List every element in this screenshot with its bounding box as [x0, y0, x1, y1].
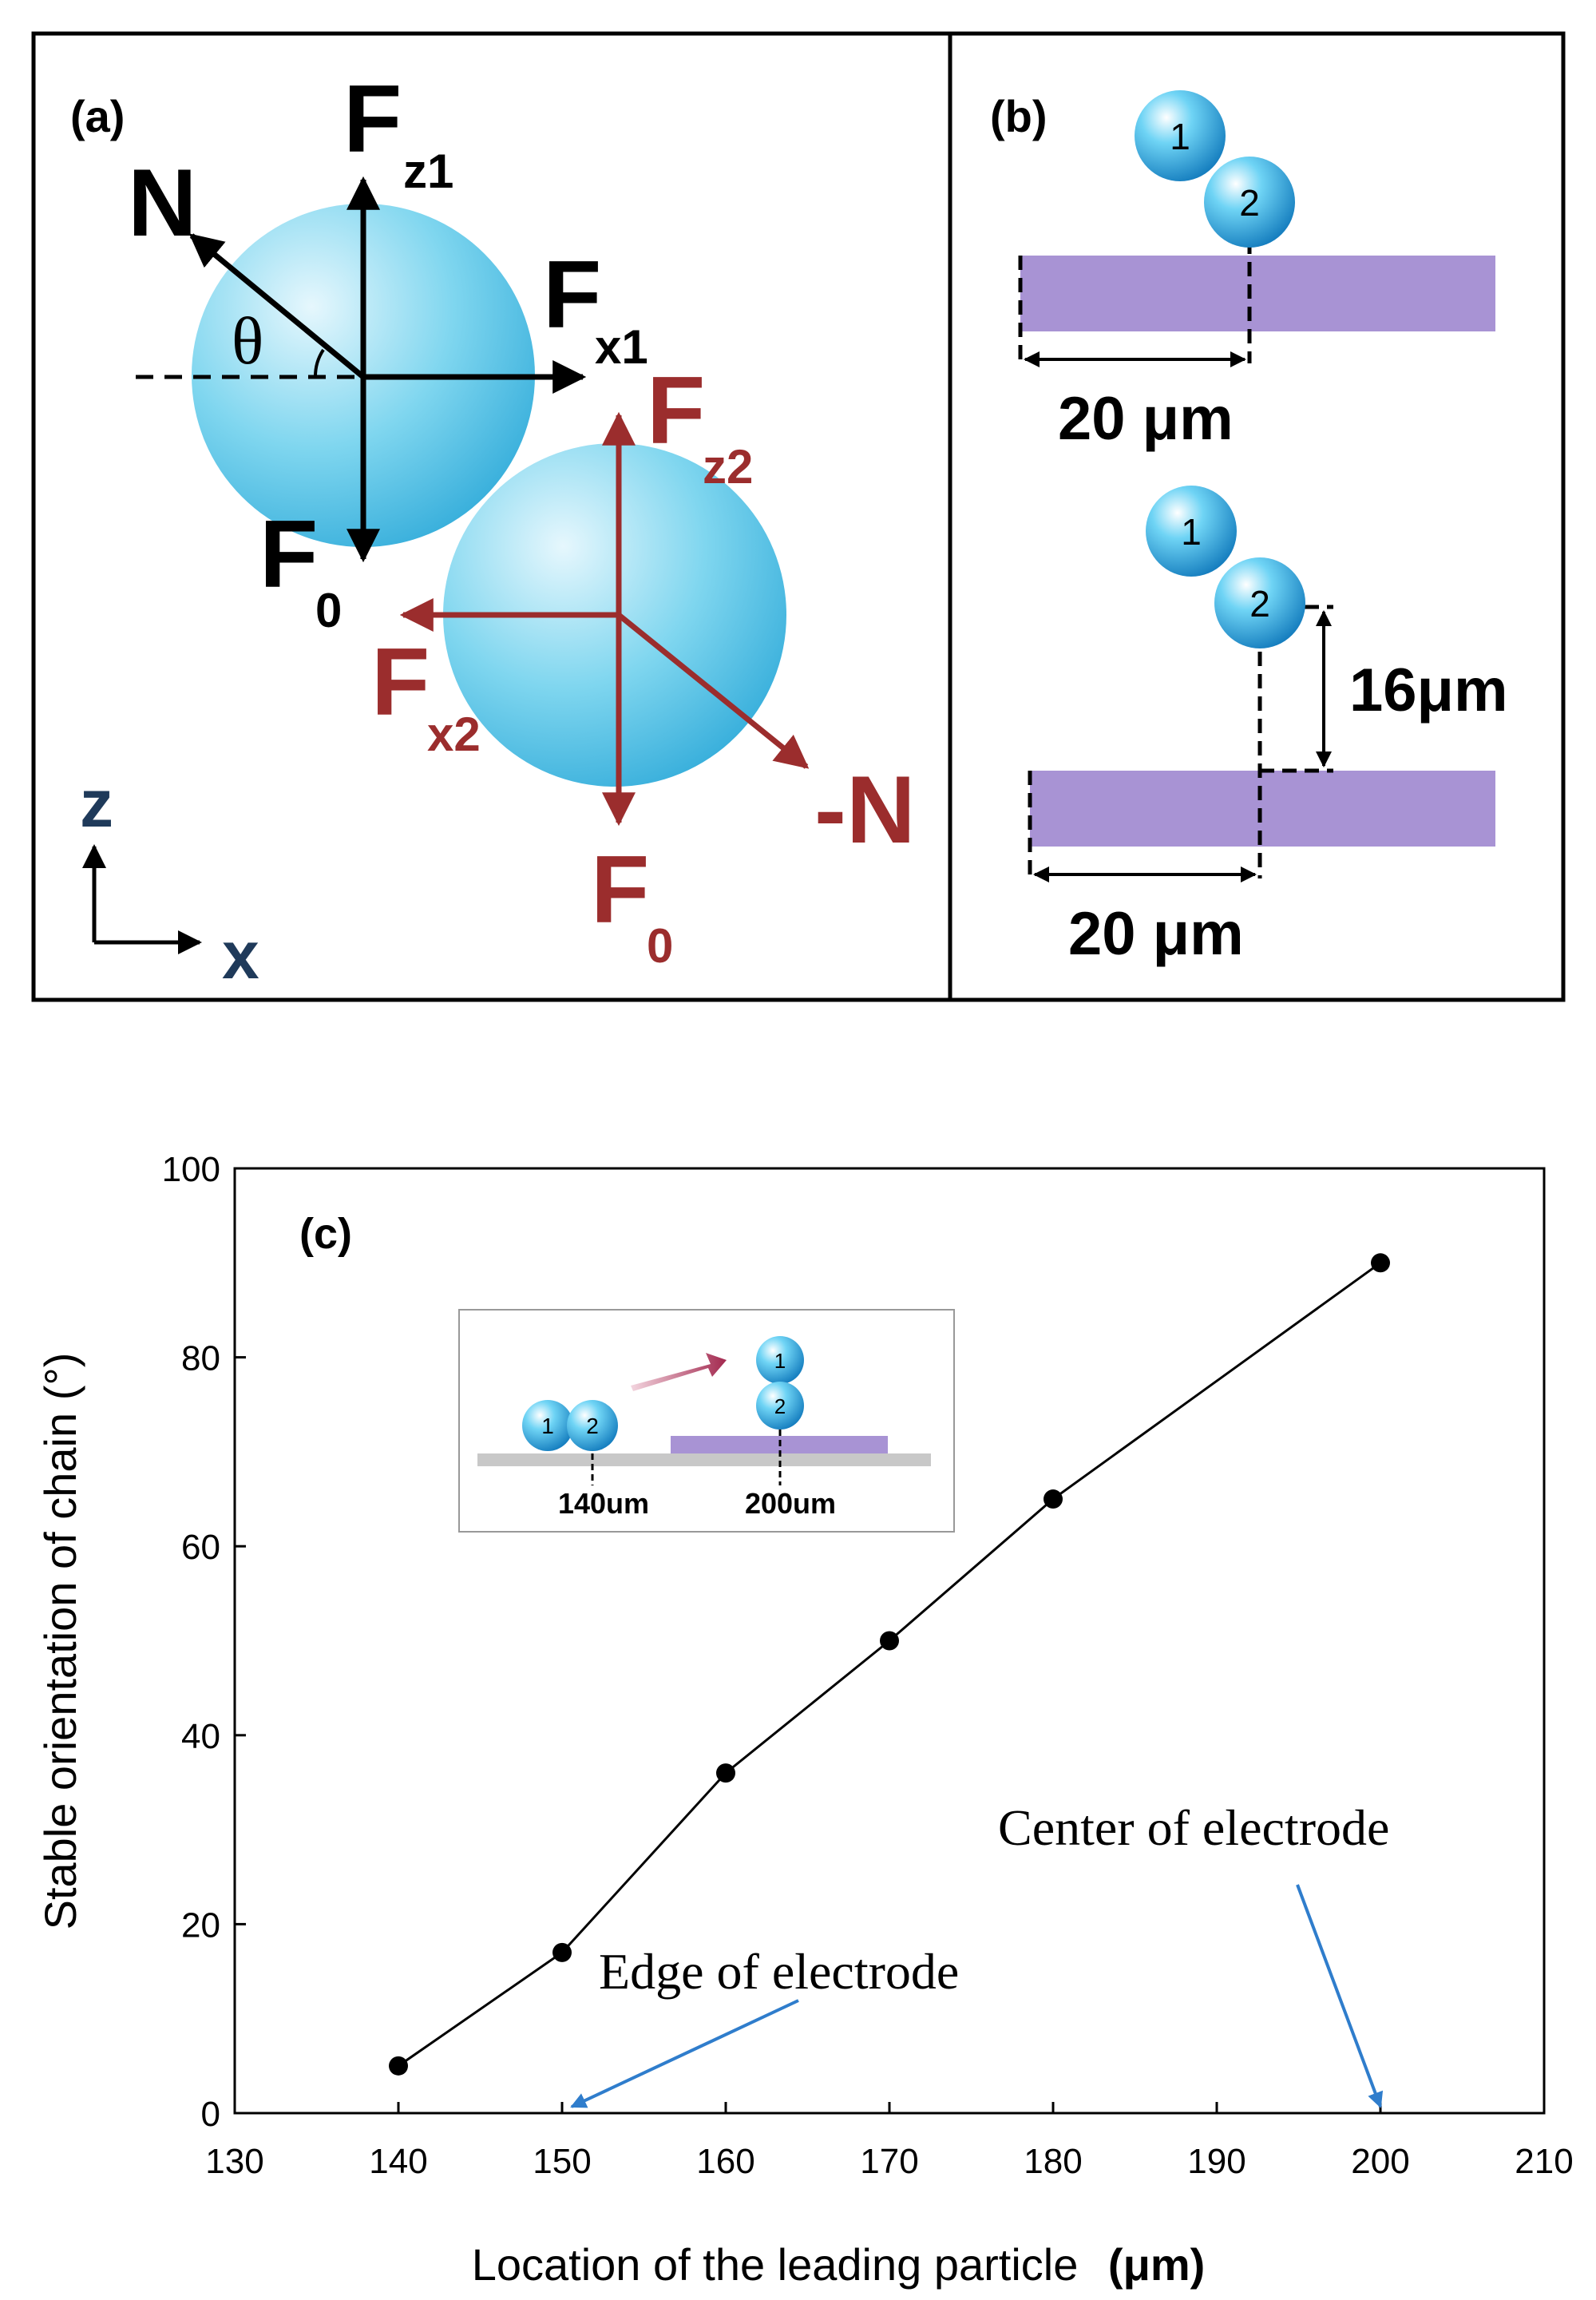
- inset-motion-arrow: [631, 1353, 727, 1391]
- z-axis-label: z: [80, 766, 113, 841]
- electrode-top: [1020, 256, 1495, 331]
- dim-top-label: 20 μm: [1058, 385, 1234, 453]
- panel-b: (b) 20 μm 1 2 20 μm 16μm 1 2: [948, 31, 1566, 1002]
- dim-16-label: 16μm: [1349, 656, 1508, 724]
- y-tick-label: 40: [181, 1717, 220, 1756]
- inset-right-particle-1-label: 1: [774, 1349, 786, 1373]
- x-axis-title: Location of the leading particle (μm): [472, 2239, 1206, 2290]
- label-fx2-f: F: [371, 629, 430, 736]
- inset-left-particle-2-label: 2: [586, 1414, 599, 1438]
- chain-top-particle-1: [1135, 90, 1226, 181]
- inset-label-140: 140um: [558, 1487, 649, 1520]
- force-n-arrow: [188, 233, 366, 379]
- data-point: [1371, 1253, 1390, 1273]
- y-tick-label: 60: [181, 1528, 220, 1567]
- label-fx1-sub: x1: [595, 320, 648, 374]
- x-axis-label: x: [222, 918, 259, 993]
- y-tick-label: 80: [181, 1339, 220, 1378]
- panel-a: (a) θ N F z1 F x1 F 0 F z2 F x2 -N F 0 z: [31, 31, 952, 1002]
- data-point: [880, 1631, 899, 1651]
- annotation-edge-arrow: [570, 1999, 799, 2108]
- annotation-edge-of-electrode: Edge of electrode: [599, 1943, 959, 2000]
- x-tick-label: 130: [205, 2142, 263, 2181]
- annotation-center-of-electrode: Center of electrode: [998, 1799, 1389, 1856]
- x-tick-label: 140: [369, 2142, 427, 2181]
- label-f0-black-sub: 0: [315, 584, 342, 637]
- chain-bottom-particle-2-label: 2: [1249, 583, 1270, 625]
- data-point: [1044, 1489, 1063, 1509]
- panel-b-frame: [948, 31, 1566, 1002]
- y-axis-ticks: 0 20 40 60 80 100: [162, 1150, 246, 2134]
- y-tick-label: 0: [201, 2095, 220, 2134]
- data-point: [552, 1942, 572, 1962]
- x-axis-title-text: Location of the leading particle: [472, 2239, 1079, 2290]
- inset-left-particle-1-label: 1: [541, 1414, 554, 1438]
- chain-top-particle-1-label: 1: [1170, 116, 1190, 157]
- series-line: [398, 1262, 1381, 2068]
- chain-bottom-particle-1-label: 1: [1181, 511, 1202, 553]
- label-f0-red-sub: 0: [647, 919, 673, 973]
- inset-right-particle-2: [756, 1382, 804, 1430]
- label-f0-black-f: F: [259, 501, 318, 608]
- label-f0-red-f: F: [591, 836, 649, 943]
- label-fz2-sub: z2: [703, 440, 753, 494]
- label-fx2-sub: x2: [427, 708, 481, 761]
- inset-diagram: 1 2 1 2 140um 200um: [458, 1309, 955, 1533]
- annotation-center-arrow: [1296, 1884, 1384, 2108]
- x-tick-label: 190: [1187, 2142, 1246, 2181]
- inset-right-particle-2-label: 2: [774, 1394, 786, 1418]
- label-fx1-f: F: [543, 241, 601, 348]
- chain-bottom-particle-1: [1146, 486, 1237, 577]
- chain-top-particle-2: [1204, 157, 1295, 248]
- inset-label-200: 200um: [745, 1487, 836, 1520]
- chain-top-particle-2-label: 2: [1239, 182, 1260, 224]
- data-point: [389, 2056, 408, 2076]
- panel-b-label: (b): [990, 91, 1047, 141]
- label-minus-n: -N: [814, 756, 916, 863]
- x-tick-label: 150: [533, 2142, 591, 2181]
- x-tick-label: 200: [1351, 2142, 1409, 2181]
- label-n: N: [128, 149, 197, 256]
- theta-label: θ: [232, 304, 263, 379]
- x-axis-title-unit: (μm): [1108, 2239, 1205, 2290]
- x-axis-ticks: 130 140 150 160 170 180 190 200 210: [205, 2102, 1574, 2181]
- y-tick-label: 20: [181, 1905, 220, 1945]
- force-minus-n-arrow: [616, 613, 810, 769]
- data-point: [716, 1763, 735, 1783]
- label-fz1-sub: z1: [403, 145, 453, 198]
- y-tick-label: 100: [162, 1150, 220, 1189]
- panel-c-label: (c): [299, 1210, 352, 1258]
- electrode-bottom: [1030, 771, 1495, 847]
- theta-arc: [313, 348, 325, 378]
- chain-bottom-particle-2: [1214, 557, 1305, 648]
- inset-right-particle-1: [756, 1336, 804, 1384]
- panel-a-label: (a): [70, 91, 125, 141]
- x-tick-label: 180: [1024, 2142, 1082, 2181]
- series-layer: [389, 1253, 1390, 2076]
- inset-left-particle-2: [567, 1400, 618, 1451]
- y-axis-title: Stable orientation of chain (°): [35, 1353, 85, 1930]
- inset-left-particle-1: [522, 1400, 573, 1451]
- x-tick-label: 160: [696, 2142, 754, 2181]
- dim-bottom-label: 20 μm: [1068, 900, 1244, 968]
- label-fz1-f: F: [343, 65, 402, 172]
- label-fz2-f: F: [647, 357, 705, 464]
- inset-substrate: [477, 1453, 931, 1466]
- x-tick-label: 210: [1515, 2142, 1573, 2181]
- x-tick-label: 170: [860, 2142, 918, 2181]
